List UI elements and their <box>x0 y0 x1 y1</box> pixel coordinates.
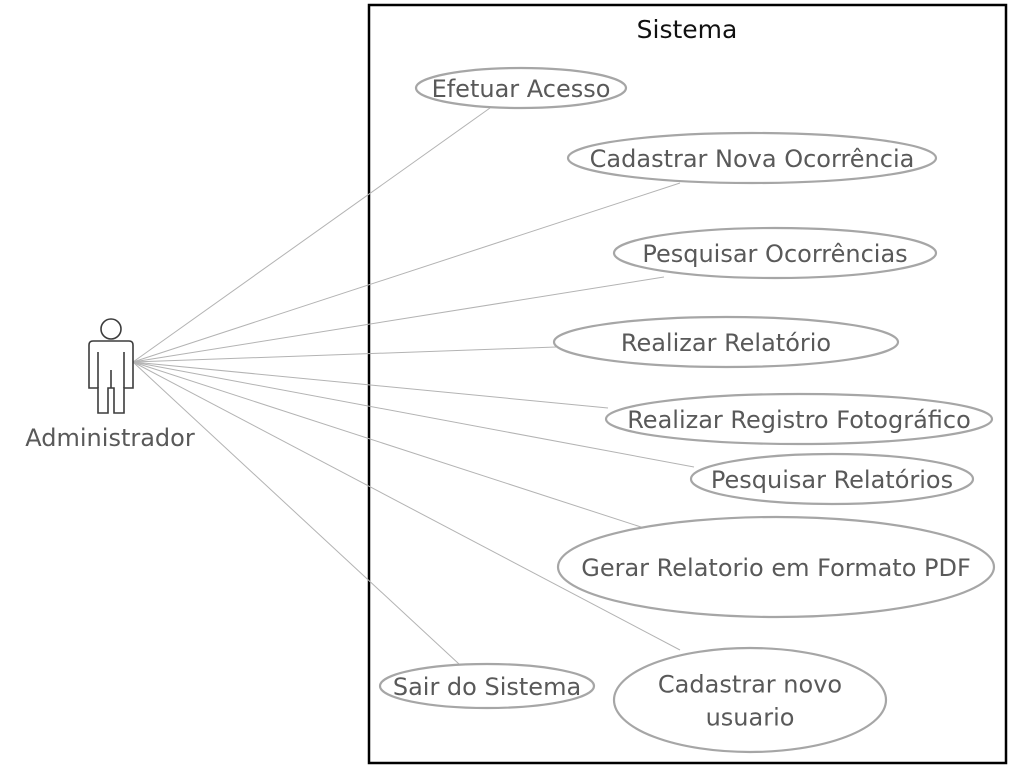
use-case-label: Cadastrar novo <box>658 671 842 699</box>
system-boundary <box>367 3 1008 765</box>
actor-name: Administrador <box>25 424 195 452</box>
use-case-ellipse <box>612 646 888 754</box>
use-case-ellipse <box>378 662 596 710</box>
use-case-ellipse <box>552 315 900 369</box>
use-case-label: Cadastrar Nova Ocorrência <box>590 145 915 173</box>
use-case-ellipse <box>604 392 994 446</box>
association-line-realizar-relatorio <box>132 346 557 363</box>
use-case-label: usuario <box>706 704 795 732</box>
use-case-label: Pesquisar Ocorrências <box>642 240 907 268</box>
use-case-label: Sair do Sistema <box>393 673 581 701</box>
association-line-gerar-relatorio-pdf <box>132 361 645 529</box>
use-case-ellipse <box>689 452 975 506</box>
use-case-realizar-registro-fotografico[interactable]: Realizar Registro Fotográfico <box>604 392 994 446</box>
system-title: Sistema <box>637 15 738 44</box>
stick-figure-icon <box>88 318 134 414</box>
use-case-label: Realizar Relatório <box>621 329 831 357</box>
association-line-realizar-registro-fotografico <box>132 361 609 409</box>
use-case-ellipse <box>566 131 938 185</box>
use-case-sair-do-sistema[interactable]: Sair do Sistema <box>378 662 596 710</box>
use-case-ellipse <box>556 515 996 619</box>
actor-administrador[interactable]: Administrador <box>25 318 195 452</box>
use-case-efetuar-acesso[interactable]: Efetuar Acesso <box>414 66 628 110</box>
association-line-pesquisar-relatorios <box>132 361 695 468</box>
use-case-label: Realizar Registro Fotográfico <box>627 406 971 434</box>
use-case-cadastrar-nova-ocorrencia[interactable]: Cadastrar Nova Ocorrência <box>566 131 938 185</box>
use-case-label: Pesquisar Relatórios <box>711 466 953 494</box>
use-case-realizar-relatorio[interactable]: Realizar Relatório <box>552 315 900 369</box>
use-case-pesquisar-relatorios[interactable]: Pesquisar Relatórios <box>689 452 975 506</box>
association-line-pesquisar-ocorrencias <box>132 276 665 363</box>
association-line-efetuar-acesso <box>132 107 491 363</box>
use-case-gerar-relatorio-pdf[interactable]: Gerar Relatorio em Formato PDF <box>556 515 996 619</box>
use-case-label: Efetuar Acesso <box>432 75 611 103</box>
use-case-cadastrar-novo-usuario[interactable]: Cadastrar novo usuario <box>612 646 888 754</box>
use-case-ellipse <box>414 66 628 110</box>
use-case-ellipse <box>612 226 938 280</box>
association-lines <box>132 107 695 665</box>
association-line-sair-do-sistema <box>132 361 460 665</box>
use-case-pesquisar-ocorrencias[interactable]: Pesquisar Ocorrências <box>612 226 938 280</box>
association-line-cadastrar-novo-usuario <box>132 361 681 651</box>
use-case-label: Gerar Relatorio em Formato PDF <box>581 554 971 582</box>
association-line-cadastrar-nova-ocorrencia <box>132 182 681 363</box>
